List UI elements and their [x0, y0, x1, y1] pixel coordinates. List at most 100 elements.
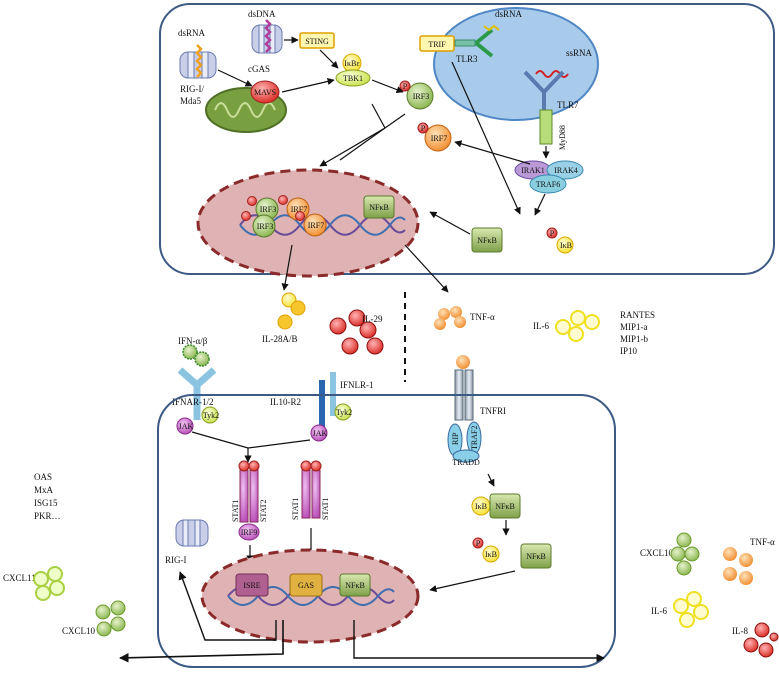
rantes-label: RANTES [620, 310, 655, 320]
il6-top-label: IL-6 [533, 321, 549, 331]
nfkb-nuc-label: NFκB [345, 581, 365, 590]
ikb-top-phospho [546, 227, 558, 239]
tnf-right-cluster [723, 547, 753, 585]
tyk2-b-blob [334, 403, 352, 421]
irak4-label: IRAK4 [554, 166, 578, 175]
tnf-right-label: TNF-α [750, 537, 775, 547]
irf9-label: IRF9 [241, 528, 257, 537]
arrow-sting-tbk1 [319, 49, 339, 69]
il6-top-cluster [555, 310, 600, 342]
isg15-label: ISG15 [34, 498, 58, 508]
irf3-top-p: P [403, 82, 408, 91]
tbk1-label: TBK1 [343, 74, 363, 83]
ikb-free-label: IκB [485, 550, 497, 559]
il10r2-label: IL10-R2 [270, 397, 301, 407]
arrow-tbk1-irf3 [371, 79, 404, 94]
tnf-top-cluster [434, 306, 466, 330]
ssrna-label: ssRNA [566, 48, 593, 58]
ikb-free-p: P [476, 539, 481, 548]
il8-right-cluster [743, 622, 779, 658]
tyk2-a-label: Tyk2 [203, 411, 219, 420]
arrow-nucleus-il28 [281, 244, 293, 291]
nuc-irf7-b-label: IRF7 [308, 221, 324, 230]
ifnar-receptor [177, 367, 217, 420]
rig-i-receptor [179, 51, 217, 79]
ikb-free-phospho [472, 537, 484, 549]
pkr-label: PKR… [34, 511, 61, 521]
cxcl10-left-cluster [95, 600, 126, 637]
mavs-label: MAVS [254, 88, 276, 97]
traf6-blob [529, 174, 567, 194]
isre-label: ISRE [243, 581, 260, 590]
dsrna-endosome-ligand [483, 24, 500, 32]
tnfr1-label: TNFRI [480, 406, 506, 416]
nfkb-free-box [520, 543, 552, 569]
il29-cluster [329, 309, 384, 355]
ikb-top-p: P [550, 229, 555, 238]
tradd-label: TRADD [452, 458, 480, 467]
irak4-blob [546, 160, 584, 180]
isre-box [235, 573, 269, 597]
bottom-cell-membrane [157, 394, 616, 668]
rig-label-line1: RIG-I/ [180, 84, 204, 94]
arrow-traf6-ikb [534, 193, 546, 216]
ikb-complex-label: IκB [475, 502, 487, 511]
mxa-label: MxA [34, 485, 54, 495]
arrow-nucleus-tnf [404, 244, 449, 293]
cxcl11-cluster [33, 566, 65, 601]
jak-a-label: JAK [179, 422, 194, 431]
ifnar-label: IFNAR-1/2 [172, 397, 214, 407]
nuc-nfkb-box [363, 195, 395, 219]
dsrna-left-label: dsRNA [178, 28, 206, 38]
stat2-a-label: STAT2 [259, 500, 268, 522]
rip-label: RIP [451, 432, 460, 445]
tlr3-receptor [474, 28, 494, 58]
sting-label: STING [305, 37, 329, 46]
output-path-isg [119, 620, 284, 663]
stat-b-p2 [310, 460, 322, 472]
stat2-bar-a [249, 469, 259, 523]
myd88-box [539, 109, 553, 145]
nuc-irf7-b [303, 213, 327, 237]
traf6-label: TRAF6 [536, 180, 560, 189]
mip1b-label: MIP1-b [620, 334, 649, 344]
tyk2-b-label: Tyk2 [336, 408, 352, 417]
myd88-label: MyD88 [558, 125, 567, 150]
nuc-irf3-b [252, 214, 276, 238]
irf9-blob [238, 523, 260, 541]
rig-label-line2: Mda5 [180, 96, 201, 106]
stat1-c-label: STAT1 [321, 498, 330, 520]
nuc-p2 [278, 195, 288, 205]
tnf-top-label: TNF-α [470, 312, 495, 322]
nfkb-cyto-label: NFκB [477, 236, 497, 245]
mitochondrion-cristae [214, 102, 276, 118]
endosome [433, 7, 599, 121]
nuc-p3 [241, 211, 251, 221]
arrow-traf6-irf7 [454, 140, 531, 165]
cxcl10-right-cluster [670, 532, 700, 576]
trif-label: TRIF [428, 40, 446, 49]
stat1-bar-b [301, 469, 311, 519]
mip1a-label: MIP1-a [620, 322, 648, 332]
arrow-tradd-ikb [487, 473, 495, 487]
il29-label: IL-29 [362, 314, 383, 324]
jak-a-blob [176, 417, 194, 435]
cgas-protein [251, 24, 283, 54]
irf7-top-phospho [417, 122, 429, 134]
gas-label: GAS [298, 581, 314, 590]
cxcl10-right-label: CXCL10 [640, 548, 674, 558]
gas-box [289, 573, 323, 597]
dsrna-left-zigzag [195, 44, 203, 78]
oas-label: OAS [34, 472, 52, 482]
irak1-label: IRAK1 [521, 166, 545, 175]
tlr7-label: TLR7 [557, 100, 579, 110]
mavs-blob [250, 80, 280, 104]
rig-bottom-label: RIG-I [165, 555, 187, 565]
nuc-p1 [247, 196, 257, 206]
cxcl11-label: CXCL11 [3, 573, 36, 583]
cgas-label: cGAS [248, 64, 270, 74]
merge-irf-lines [339, 103, 406, 161]
stat1-a-label: STAT1 [231, 500, 240, 522]
ikb-free-blob [482, 545, 500, 563]
